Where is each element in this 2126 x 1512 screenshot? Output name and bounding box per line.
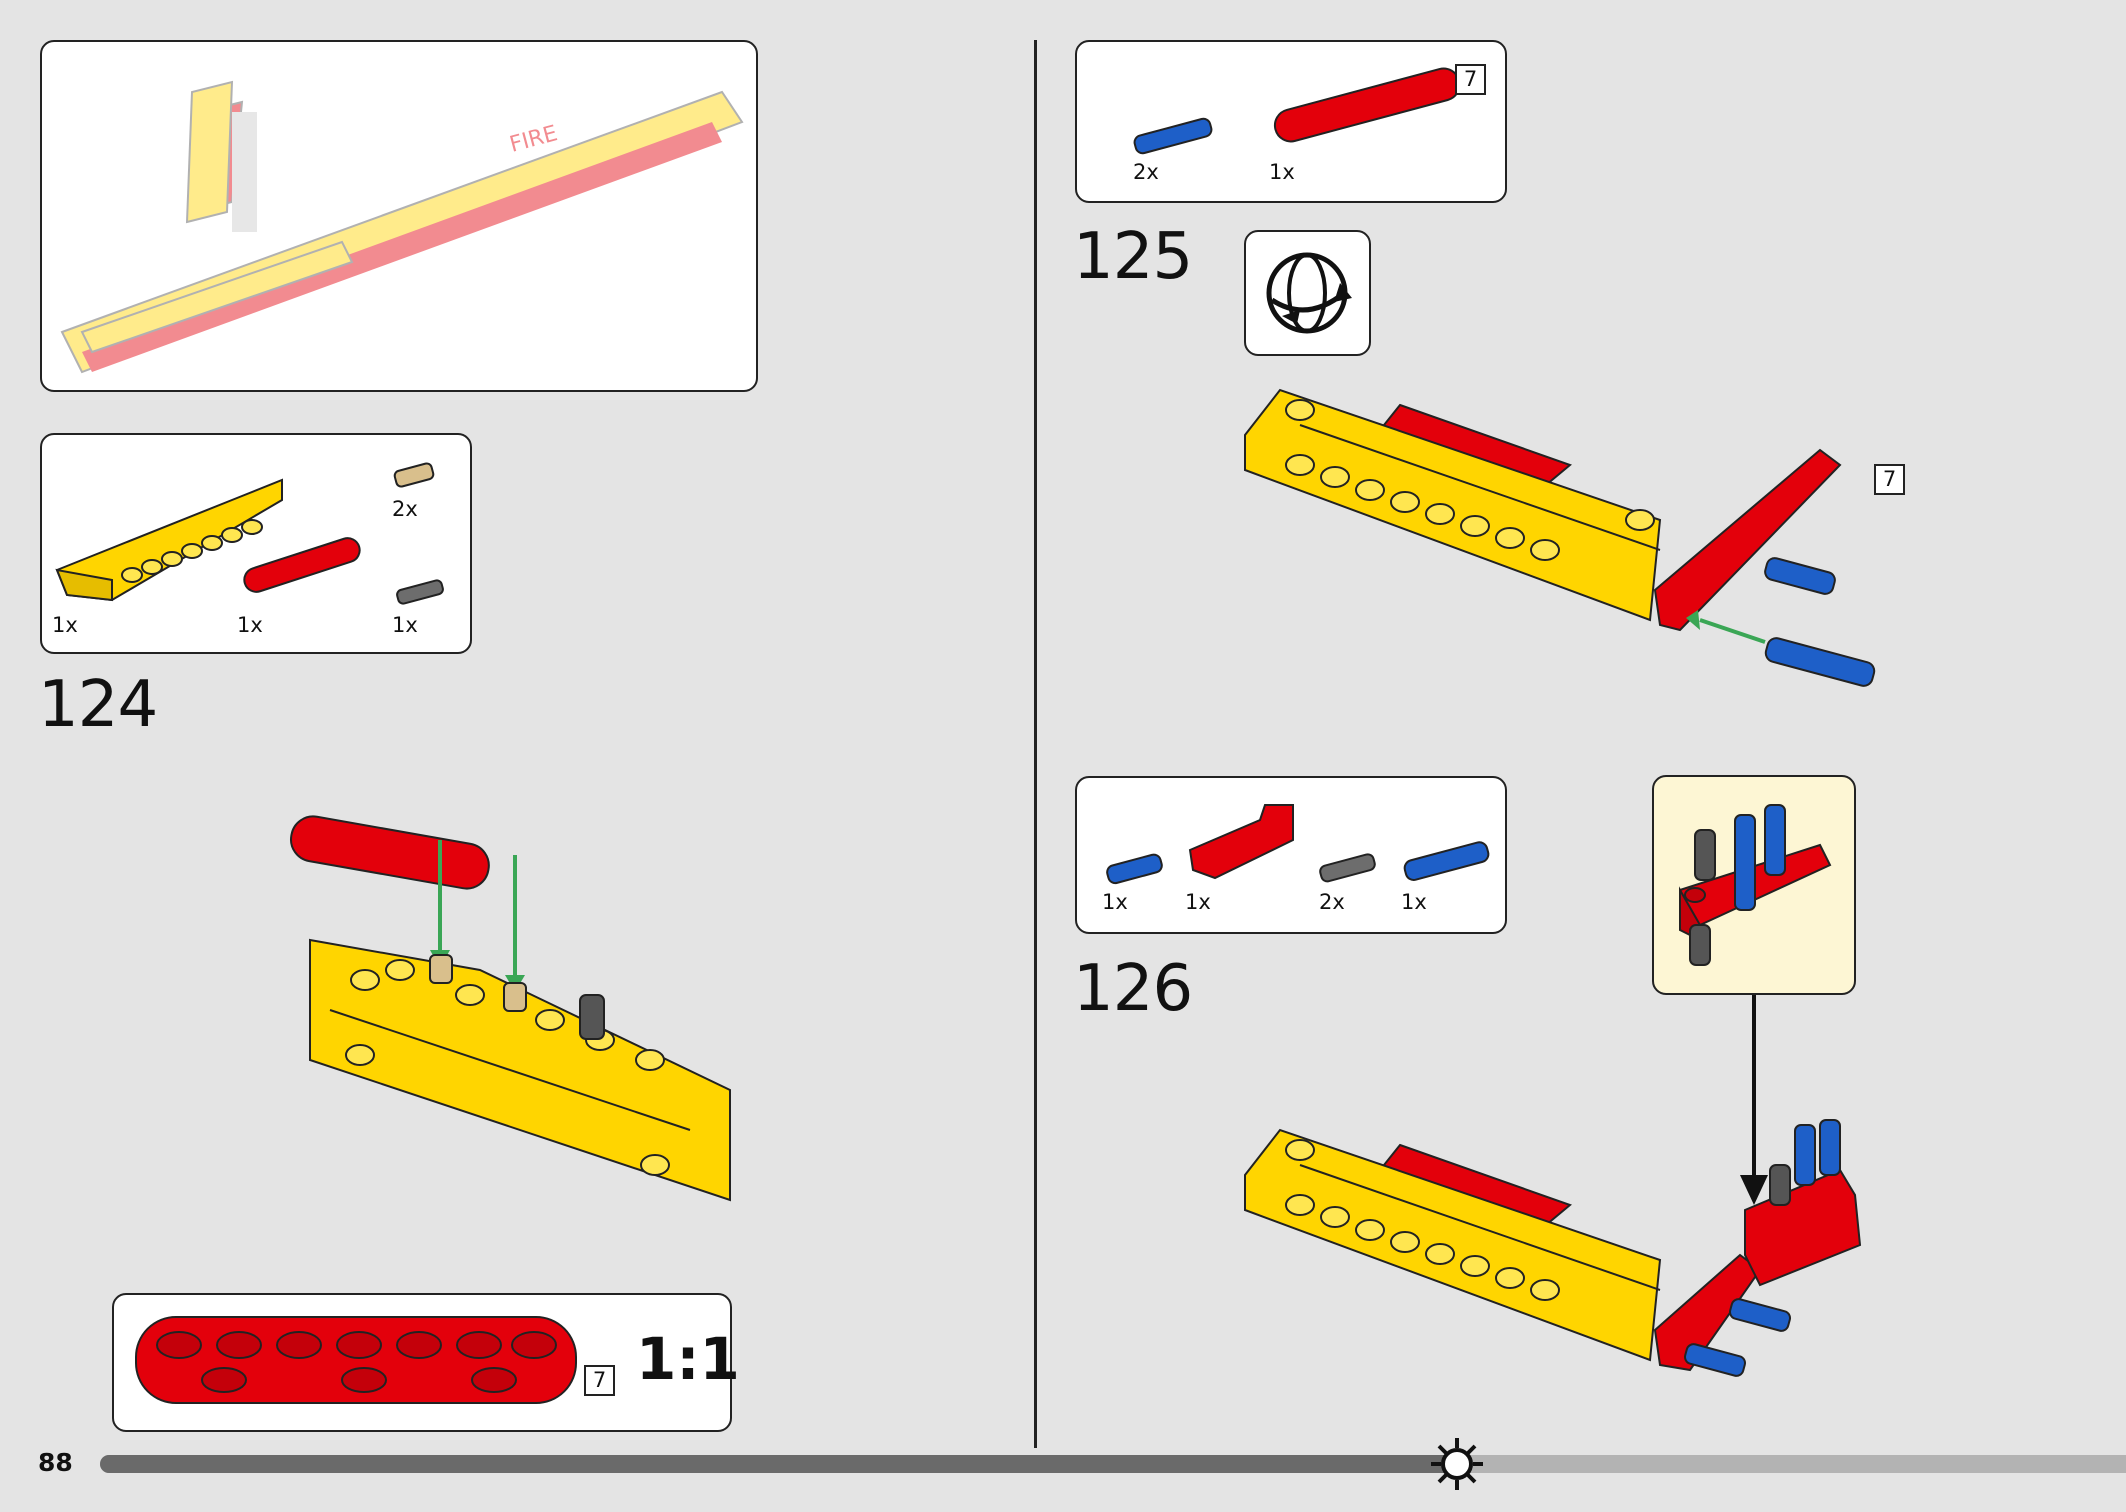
blue-pin-icon (1133, 117, 1213, 155)
progress-marker-icon (1431, 1438, 1484, 1490)
red-beam-icon (243, 537, 361, 593)
red-beam-1to1-icon (135, 1316, 577, 1404)
scale-ratio: 1:1 (636, 1325, 740, 1393)
subassembly-illustration (1679, 804, 1832, 966)
overview-model-panel: FIRE (40, 40, 758, 392)
gray-pin-icon (396, 579, 444, 605)
beam-length-label: 7 (584, 1365, 615, 1396)
part-qty: 1x (1185, 890, 1211, 914)
step-number: 124 (38, 668, 158, 742)
part-qty: 1x (1102, 890, 1128, 914)
red-angled-beam-icon (1188, 804, 1294, 880)
part-qty: 2x (1133, 160, 1159, 184)
page-divider (1034, 40, 1037, 1448)
part-qty: 1x (1269, 160, 1295, 184)
step-126-parts-panel: 1x 1x 2x 1x (1075, 776, 1507, 934)
step-124-assembly (290, 815, 731, 1202)
rotate-model-panel (1244, 230, 1371, 356)
yellow-panel-icon (55, 478, 283, 602)
part-qty: 1x (237, 613, 263, 637)
part-qty: 1x (52, 613, 78, 637)
step-number: 126 (1073, 952, 1193, 1026)
beam-length-label: 7 (1455, 64, 1486, 95)
blue-long-pin-icon (1403, 841, 1490, 881)
overview-model-illustration: FIRE (60, 80, 744, 374)
part-qty: 2x (1319, 890, 1345, 914)
step-125-parts-panel: 7 2x 1x (1075, 40, 1507, 203)
part-qty: 1x (392, 613, 418, 637)
blue-short-pin-icon (1106, 853, 1163, 885)
length-callout-panel: 7 1:1 (112, 1293, 740, 1432)
svg-text:FIRE: FIRE (507, 121, 560, 158)
rotate-model-icon (1266, 252, 1352, 334)
step-number: 125 (1073, 220, 1193, 294)
page-number: 88 (38, 1448, 73, 1477)
step-126-assembly (1244, 995, 1862, 1377)
subassembly-callout (1652, 775, 1856, 995)
progress-bar (100, 1455, 2126, 1473)
red-beam-icon (1273, 67, 1461, 143)
step-124-parts-panel: 1x 2x 1x 1x (40, 433, 472, 654)
gray-pin-icon (1319, 853, 1376, 883)
beam-length-label: 7 (1874, 464, 1905, 495)
tan-pin-icon (393, 462, 435, 488)
step-125-assembly (1244, 388, 1876, 687)
part-qty: 1x (1401, 890, 1427, 914)
progress-bar-fill (100, 1455, 1458, 1473)
part-qty: 2x (392, 497, 418, 521)
